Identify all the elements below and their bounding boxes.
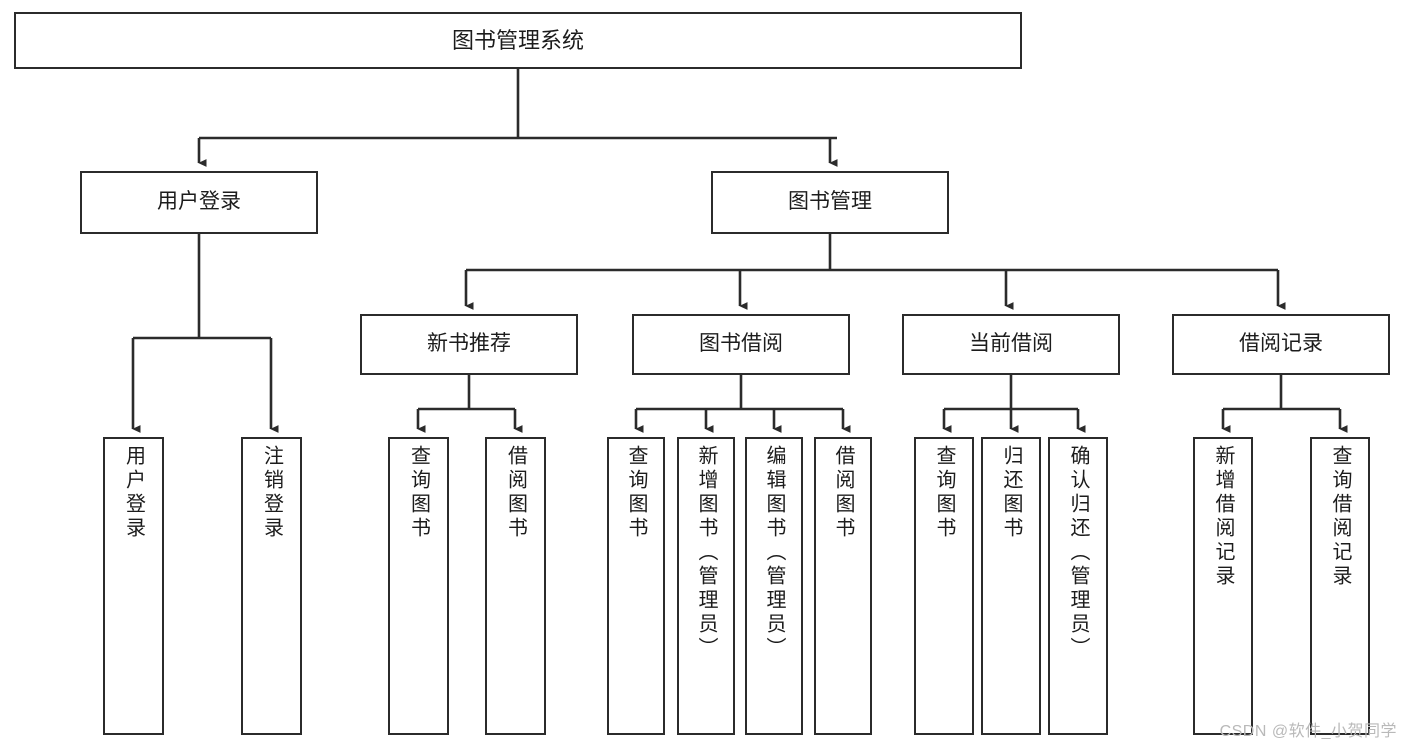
node-leaf-confirm-return-label: 确认归还（管理员） [1067,445,1089,661]
node-root[interactable]: 图书管理系统 [14,12,1022,69]
node-borrow-record[interactable]: 借阅记录 [1172,314,1390,375]
node-leaf-borrow-book-rec[interactable]: 借阅图书 [485,437,546,735]
node-leaf-user-login[interactable]: 用户登录 [103,437,164,735]
node-leaf-user-login-label: 用户登录 [122,445,145,541]
node-current-borrow-label: 当前借阅 [969,332,1053,356]
node-root-label: 图书管理系统 [451,27,584,53]
node-book-borrow-label: 图书借阅 [699,332,783,356]
node-user-login-label: 用户登录 [157,190,241,214]
node-leaf-query-book-borrow-label: 查询图书 [625,445,647,541]
node-leaf-query-record-label: 查询借阅记录 [1329,445,1351,589]
node-new-book-recommend-label: 新书推荐 [427,332,511,356]
node-leaf-logout[interactable]: 注销登录 [241,437,302,735]
node-leaf-logout-label: 注销登录 [260,445,283,541]
node-leaf-query-book-current-label: 查询图书 [933,445,955,541]
node-leaf-query-record[interactable]: 查询借阅记录 [1310,437,1370,735]
node-user-login[interactable]: 用户登录 [80,171,318,234]
node-current-borrow[interactable]: 当前借阅 [902,314,1120,375]
node-leaf-return-book[interactable]: 归还图书 [981,437,1041,735]
node-leaf-query-book-borrow[interactable]: 查询图书 [607,437,665,735]
node-book-management[interactable]: 图书管理 [711,171,949,234]
node-leaf-borrow-book[interactable]: 借阅图书 [814,437,872,735]
node-leaf-query-book-rec[interactable]: 查询图书 [388,437,449,735]
node-borrow-record-label: 借阅记录 [1239,332,1323,356]
node-leaf-add-book[interactable]: 新增图书（管理员） [677,437,735,735]
node-leaf-return-book-label: 归还图书 [1000,445,1022,541]
node-new-book-recommend[interactable]: 新书推荐 [360,314,578,375]
csdn-watermark: CSDN @软件_小贺同学 [1219,723,1397,740]
node-leaf-query-book-current[interactable]: 查询图书 [914,437,974,735]
node-book-management-label: 图书管理 [788,190,872,214]
node-leaf-add-record-label: 新增借阅记录 [1212,445,1234,589]
node-leaf-query-book-rec-label: 查询图书 [407,445,430,541]
node-leaf-add-book-label: 新增图书（管理员） [695,445,717,661]
node-leaf-add-record[interactable]: 新增借阅记录 [1193,437,1253,735]
node-leaf-edit-book-label: 编辑图书（管理员） [763,445,785,661]
node-book-borrow[interactable]: 图书借阅 [632,314,850,375]
node-leaf-borrow-book-rec-label: 借阅图书 [504,445,527,541]
node-leaf-edit-book[interactable]: 编辑图书（管理员） [745,437,803,735]
node-leaf-confirm-return[interactable]: 确认归还（管理员） [1048,437,1108,735]
node-leaf-borrow-book-label: 借阅图书 [832,445,854,541]
